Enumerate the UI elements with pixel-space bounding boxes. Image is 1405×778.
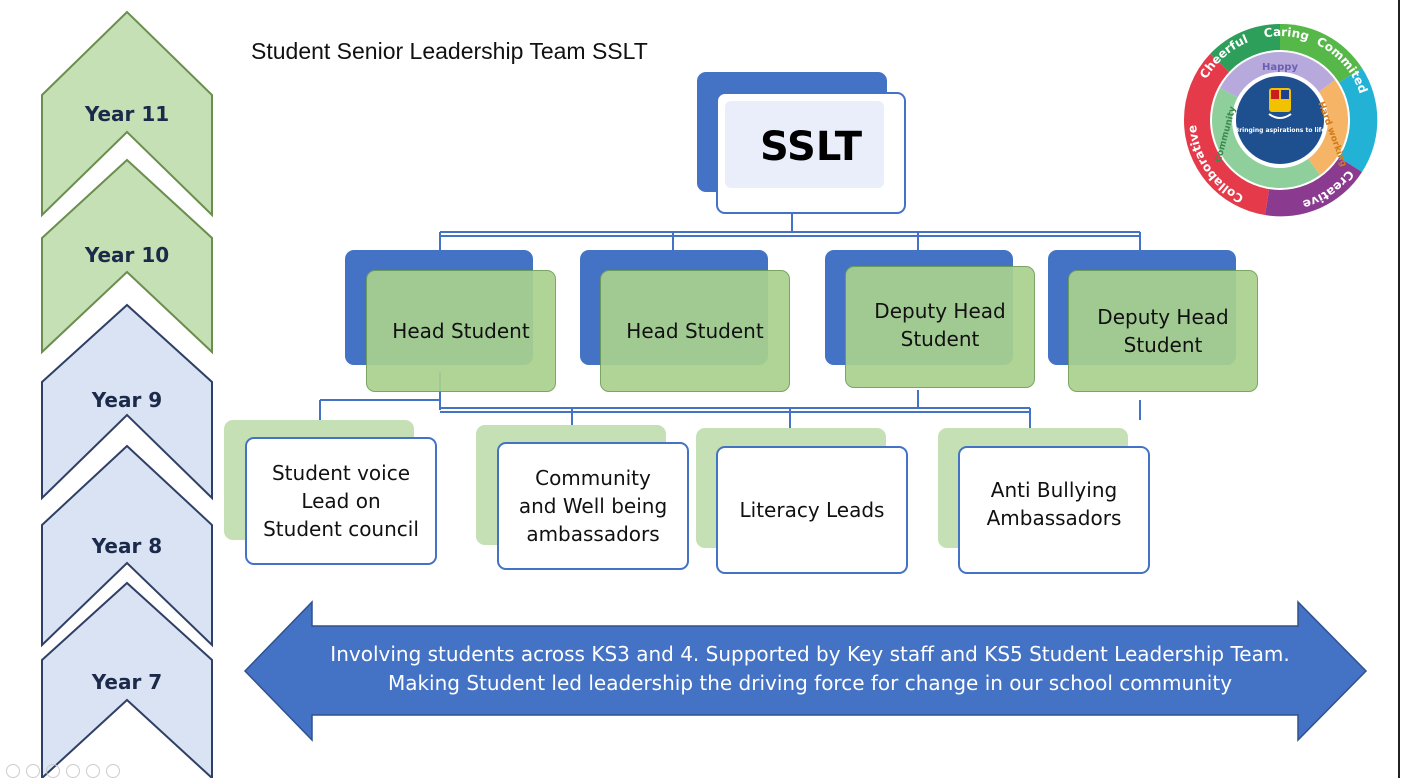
head-student-1-label: Head Student [392, 319, 530, 343]
logo-word-happy: Happy [1262, 62, 1298, 73]
logo-word-caring: Caring [1263, 25, 1311, 44]
student-voice-label: Student voice Lead on Student council [263, 461, 419, 541]
year-chevrons [41, 10, 213, 778]
head-student-2-label: Head Student [626, 319, 764, 343]
literacy-label: Literacy Leads [739, 498, 885, 522]
chevron-year-8 [41, 444, 213, 648]
community-label: Community and Well being ambassadors [518, 466, 668, 546]
deputy-head-1-label: Deputy Head Student [874, 299, 1006, 351]
anti-bullying-label: Anti Bullying Ambassadors [986, 478, 1122, 530]
chevron-year-9 [41, 303, 213, 501]
deputy-head-2-label: Deputy Head Student [1097, 305, 1229, 357]
deputy-head-2-box [1068, 270, 1258, 392]
deputy-head-1-box [845, 266, 1035, 388]
sslt-label: SSLT [760, 124, 862, 170]
slide-title: Student Senior Leadership Team SSLT [251, 38, 648, 64]
year-label-7: Year 7 [91, 670, 163, 694]
svg-text:Caring: Caring [1263, 25, 1311, 44]
more-options-icon[interactable] [106, 764, 120, 778]
school-values-logo: Bringing aspirations to life Cheerful Ca… [1183, 23, 1378, 217]
head-student-2-box [600, 270, 790, 392]
arrow-text: Involving students across KS3 and 4. Sup… [280, 640, 1340, 698]
chevron-year-10 [41, 158, 213, 355]
community-box [497, 442, 689, 570]
student-voice-box [245, 437, 437, 565]
anti-bullying-box [958, 446, 1150, 574]
logo-center-text: Bringing aspirations to life [1235, 127, 1326, 134]
arrow-text-line-2: Making Student led leadership the drivin… [387, 671, 1233, 695]
head-student-1-box [366, 270, 556, 392]
slide-edge [1398, 0, 1400, 778]
pen-icon[interactable] [46, 764, 60, 778]
zoom-icon[interactable] [86, 764, 100, 778]
slides-icon[interactable] [66, 764, 80, 778]
next-slide-icon[interactable] [26, 764, 40, 778]
chevron-year-7 [41, 581, 213, 778]
sslt-box [716, 92, 906, 214]
year-label-8: Year 8 [91, 534, 163, 558]
chevron-year-11 [41, 10, 213, 218]
year-label-9: Year 9 [91, 388, 163, 412]
year-label-10: Year 10 [84, 243, 170, 267]
arrow-text-line-1: Involving students across KS3 and 4. Sup… [330, 642, 1290, 666]
year-label-11: Year 11 [84, 102, 170, 126]
prev-slide-icon[interactable] [6, 764, 20, 778]
literacy-box [716, 446, 908, 574]
